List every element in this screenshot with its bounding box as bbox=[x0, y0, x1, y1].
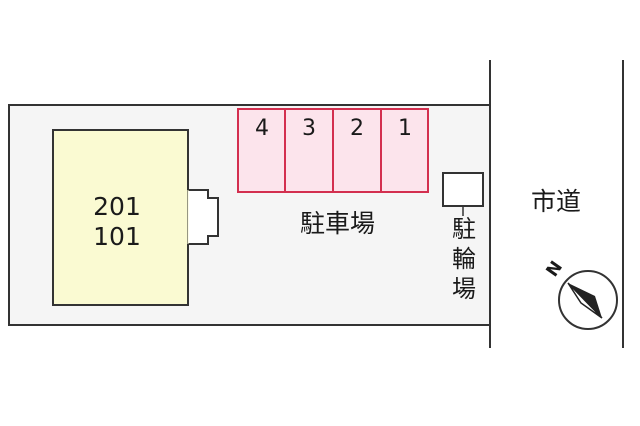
parking-space-number-4: 4 bbox=[255, 116, 269, 141]
building bbox=[52, 129, 189, 306]
compass bbox=[558, 270, 618, 330]
bicycle-parking-shed bbox=[442, 172, 484, 207]
bicycle-parking-label-char-3: 場 bbox=[452, 275, 476, 303]
road-label: 市道 bbox=[531, 187, 582, 216]
unit-label-upper: 201 bbox=[93, 192, 141, 221]
bicycle-parking-label: 駐 輪 場 bbox=[452, 214, 476, 304]
bicycle-parking-label-char-2: 輪 bbox=[452, 245, 476, 273]
building-entrance bbox=[188, 189, 219, 245]
unit-label-lower: 101 bbox=[93, 222, 141, 251]
parking-space-4 bbox=[237, 108, 286, 193]
parking-space-3 bbox=[284, 108, 334, 193]
parking-space-number-1: 1 bbox=[398, 116, 412, 141]
parking-space-2 bbox=[332, 108, 382, 193]
parking-space-number-2: 2 bbox=[350, 116, 364, 141]
bicycle-parking-label-char-1: 駐 bbox=[452, 215, 476, 243]
compass-needle-light bbox=[567, 282, 603, 319]
parking-spaces bbox=[237, 108, 429, 193]
parking-label: 駐車場 bbox=[300, 209, 376, 238]
parking-space-number-3: 3 bbox=[302, 116, 316, 141]
parking-space-1 bbox=[380, 108, 429, 193]
